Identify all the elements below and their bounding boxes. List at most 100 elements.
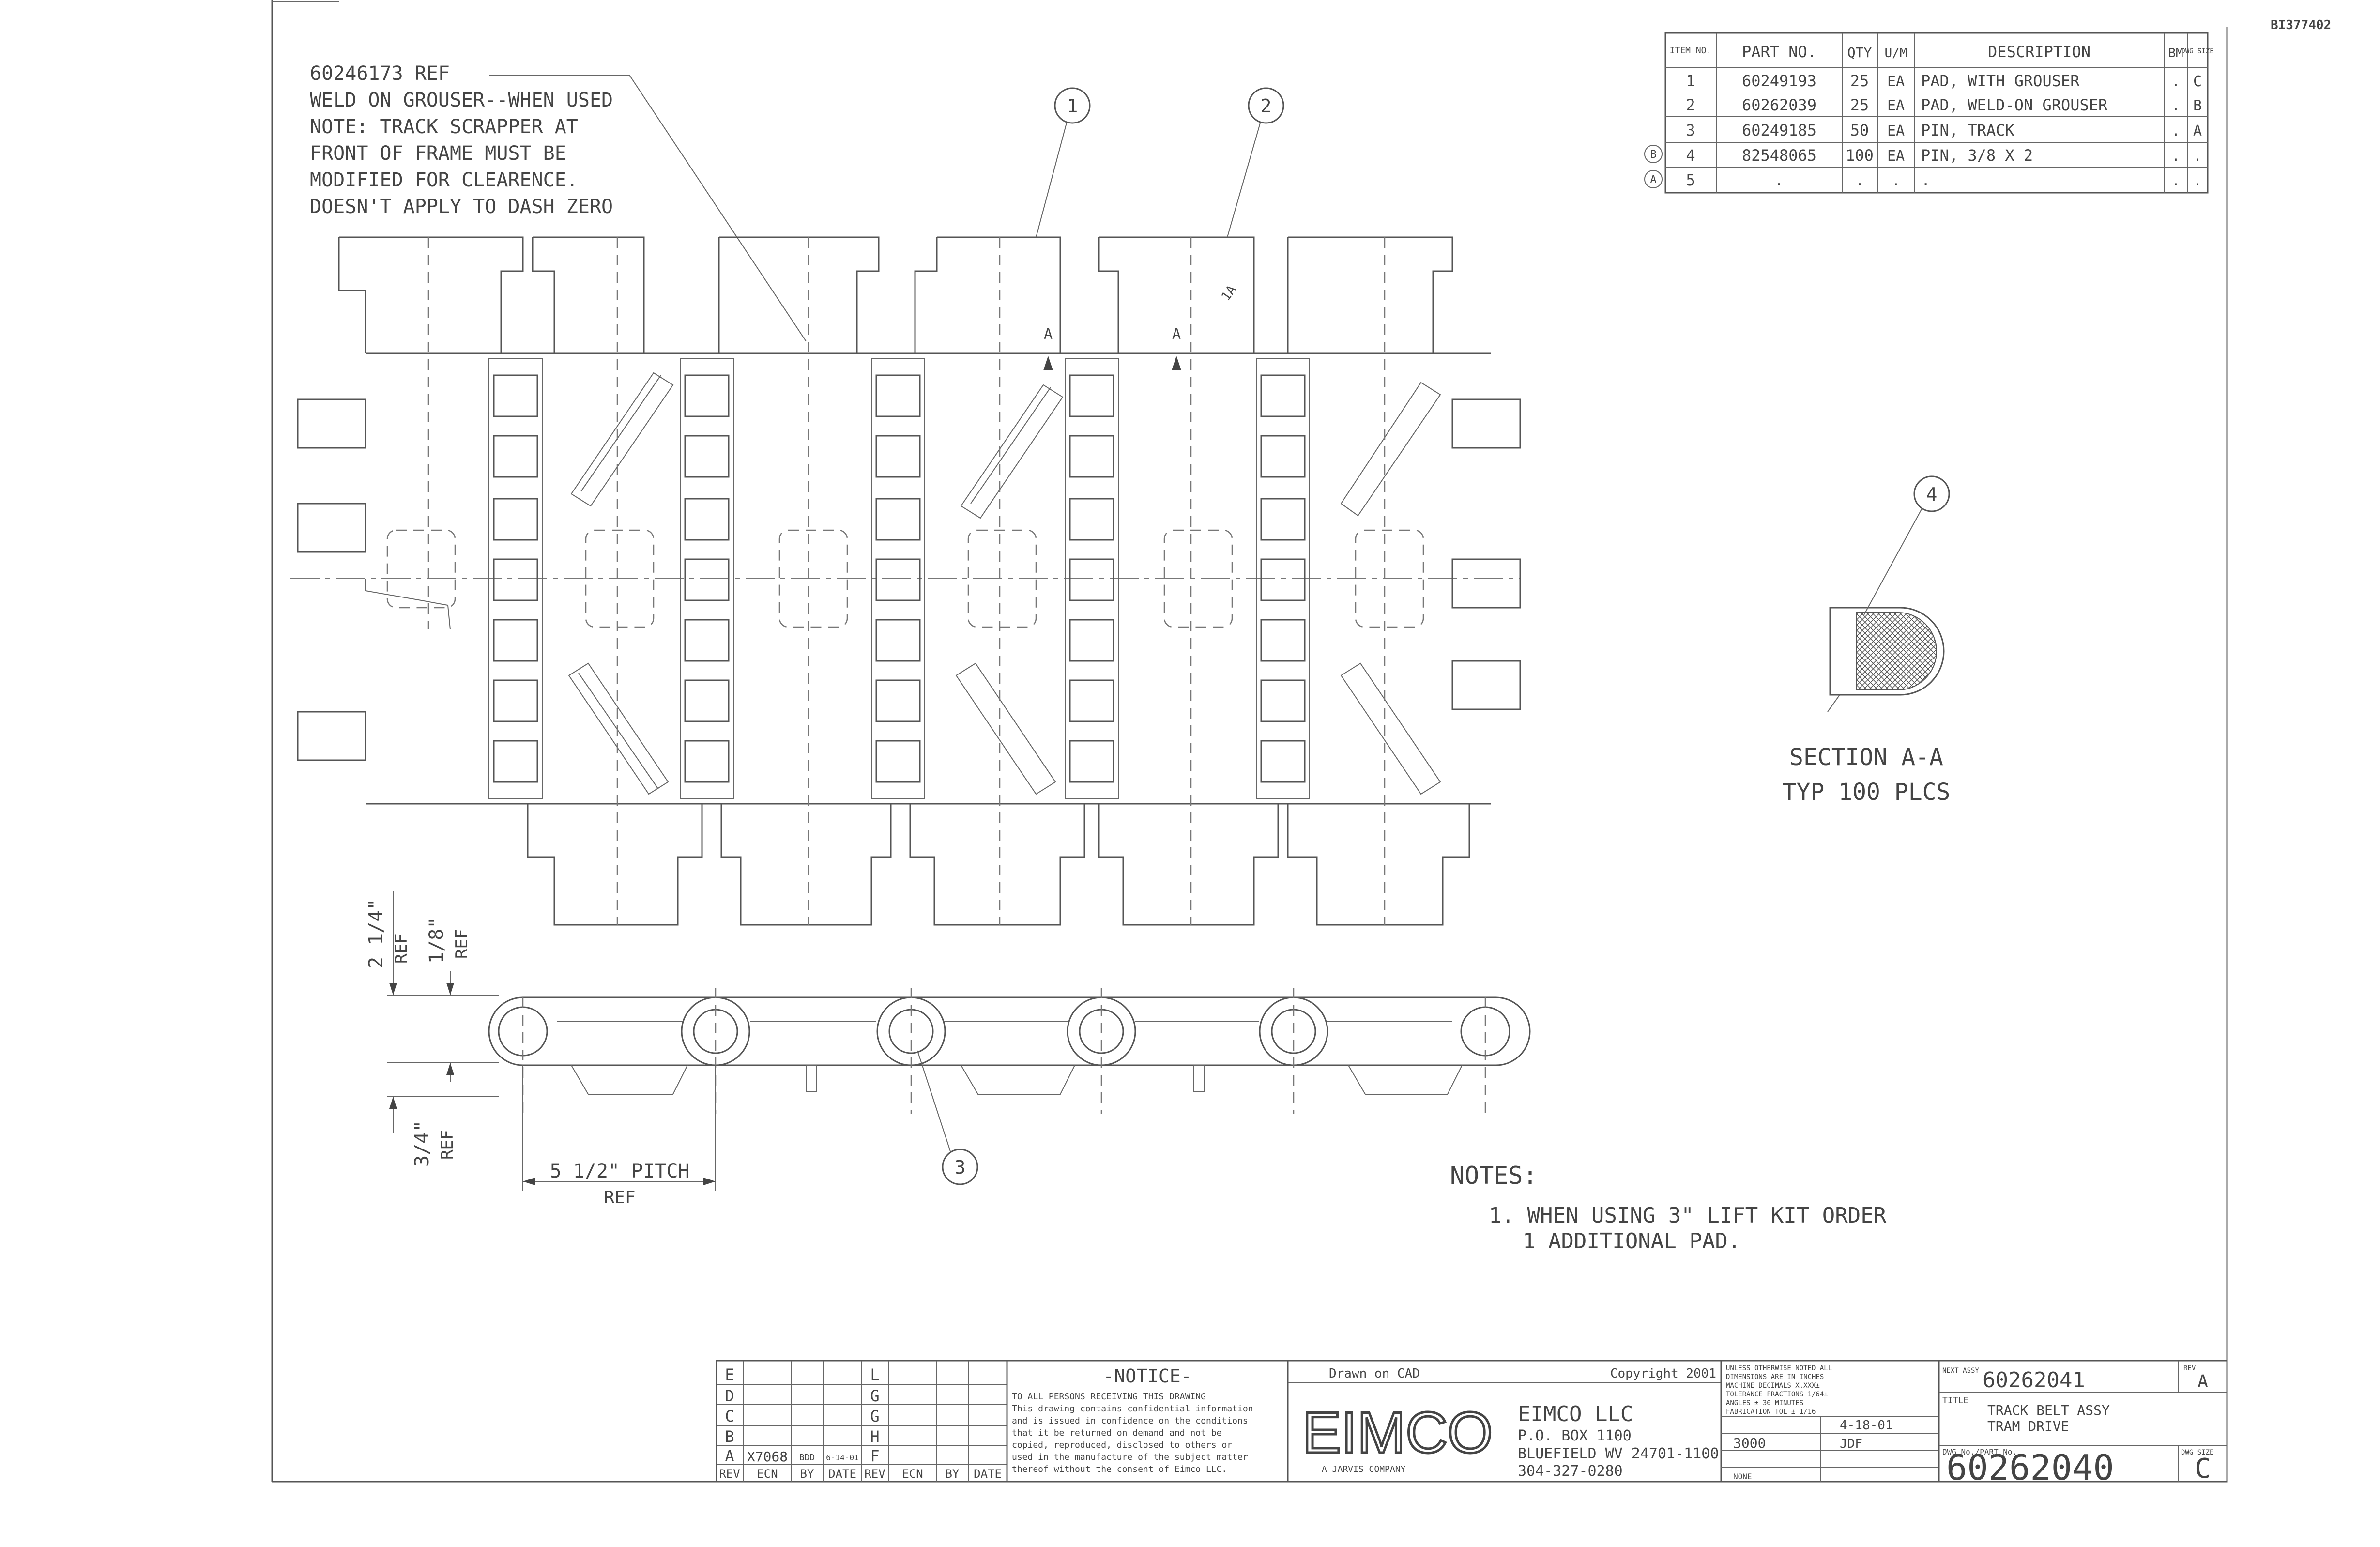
section-a-a: 4 SECTION A-A TYP 100 PLCS <box>1783 475 1951 806</box>
ref-note-line: 60246173 REF <box>310 62 450 85</box>
ref-note-line: MODIFIED FOR CLEARENCE. <box>310 169 578 191</box>
confidentiality-notice: -NOTICE- TO ALL PERSONS RECEIVING THIS D… <box>1006 1360 1289 1483</box>
rev-a-ecn: X7068 <box>747 1449 788 1465</box>
bom-qty: 25 <box>1850 72 1869 90</box>
bom-um: EA <box>1887 148 1905 165</box>
rev-letter: D <box>725 1387 734 1405</box>
bom-item: 4 <box>1686 146 1695 165</box>
dim-1-8: 1/8" <box>426 917 448 964</box>
bom-size: C <box>2193 73 2202 90</box>
bom-header-bm: BM <box>2168 46 2183 61</box>
bom-um: . <box>1892 172 1900 189</box>
svg-text:and is issued in confidence on: and is issued in confidence on the condi… <box>1012 1416 1248 1426</box>
ref-leader <box>489 75 807 342</box>
bom-desc: PIN, 3/8 X 2 <box>1921 146 2033 165</box>
bom-item: 2 <box>1686 96 1695 114</box>
dim-3-4: 3/4" <box>411 1120 433 1167</box>
svg-text:used in the manufacture of the: used in the manufacture of the subject m… <box>1012 1452 1248 1462</box>
ref-note-line: FRONT OF FRAME MUST BE <box>310 142 566 165</box>
bom-size: B <box>2193 97 2202 114</box>
copyright: Copyright 2001 <box>1610 1366 1716 1381</box>
bom-size: . <box>2193 148 2202 165</box>
bom-header-part: PART NO. <box>1742 43 1816 61</box>
dim-2-1-4-ref: REF <box>392 934 411 964</box>
bom-um: EA <box>1887 123 1905 139</box>
rev-letter: L <box>870 1365 879 1384</box>
svg-text:UNLESS OTHERWISE NOTED ALL: UNLESS OTHERWISE NOTED ALL <box>1726 1364 1832 1372</box>
bom-item: 5 <box>1686 171 1695 189</box>
bom-desc: PAD, WITH GROUSER <box>1921 72 2080 90</box>
bom-item: 3 <box>1686 121 1695 139</box>
svg-text:that it be returned on demand: that it be returned on demand and not be <box>1012 1428 1221 1438</box>
balloon-item-3: 3 <box>917 1050 978 1185</box>
bom-size: . <box>2193 172 2202 189</box>
size-value: C <box>2195 1453 2211 1485</box>
company-phone: 304-327-0280 <box>1518 1463 1623 1480</box>
company-name: EIMCO LLC <box>1518 1402 1633 1426</box>
company-block: Drawn on CAD Copyright 2001 EIMCO A JARV… <box>1287 1360 1722 1483</box>
svg-text:2: 2 <box>1261 95 1272 117</box>
drawing-border <box>271 0 2228 1483</box>
rev-header: BY <box>946 1467 960 1481</box>
notice-title: -NOTICE- <box>1103 1365 1191 1387</box>
rev-header: REV <box>719 1467 740 1481</box>
rev-header: DATE <box>828 1467 856 1481</box>
svg-text:3: 3 <box>955 1157 966 1178</box>
bom-table: ITEM NO. PART NO. QTY U/M DESCRIPTION BM… <box>1644 32 2214 194</box>
balloon-item-2: 2 <box>1227 87 1284 238</box>
dim-1-8-ref: REF <box>452 929 472 959</box>
rev-a-date: 6-14-01 <box>826 1453 858 1462</box>
drawn-on: Drawn on CAD <box>1329 1366 1420 1381</box>
ref-note-line: NOTE: TRACK SCRAPPER AT <box>310 116 578 138</box>
bom-bm: . <box>2171 123 2180 139</box>
bom-qty: 25 <box>1850 96 1869 114</box>
bom-qty: . <box>1855 171 1864 189</box>
company-address: P.O. BOX 1100 <box>1518 1427 1632 1444</box>
rev-header: BY <box>800 1467 814 1481</box>
drawing-id: BI377402 <box>2271 18 2331 32</box>
rev-header: REV <box>864 1467 885 1481</box>
bom-part: 60249185 <box>1742 121 1816 139</box>
svg-text:MACHINE DECIMALS X.XXX±: MACHINE DECIMALS X.XXX± <box>1726 1382 1820 1390</box>
bom-desc: PIN, TRACK <box>1921 121 2014 139</box>
rev-letter: A <box>725 1447 734 1465</box>
title-block: NEXT ASSY 60262041 REV A TITLE TRACK BEL… <box>1938 1360 2228 1488</box>
rev-letter: E <box>725 1365 734 1384</box>
dim-3-4-ref: REF <box>438 1130 457 1160</box>
model: 3000 <box>1733 1435 1766 1451</box>
notes: NOTES: 1. WHEN USING 3" LIFT KIT ORDER 1… <box>1450 1162 1887 1254</box>
bom-row: 5 . . . . . . <box>1686 171 2202 189</box>
rev-letter: G <box>870 1387 879 1405</box>
svg-text:1: 1 <box>1067 95 1078 117</box>
bom-part: 82548065 <box>1742 146 1816 165</box>
title-line: TRAM DRIVE <box>1987 1418 2069 1434</box>
section-mark: 1A <box>1219 283 1239 304</box>
dimension-annotations: 2 1/4" REF 1/8" REF 3/4" REF 5 1/2" PITC… <box>365 891 716 1208</box>
reference-note: 60246173 REF WELD ON GROUSER--WHEN USED … <box>310 62 807 342</box>
rev-letter: B <box>725 1427 734 1446</box>
bom-desc: . <box>1921 171 1930 189</box>
ref-note-line: DOESN'T APPLY TO DASH ZERO <box>310 196 613 218</box>
bom-part: . <box>1774 171 1784 189</box>
section-mark: A <box>1044 326 1053 343</box>
company-address: BLUEFIELD WV 24701-1100 <box>1518 1445 1719 1462</box>
svg-text:TOLERANCE FRACTIONS 1/64±: TOLERANCE FRACTIONS 1/64± <box>1726 1391 1828 1398</box>
section-caption: SECTION A-A <box>1789 744 1943 771</box>
next-assy: 60262041 <box>1983 1368 2085 1393</box>
svg-text:copied, reproduced, disclosed: copied, reproduced, disclosed to others … <box>1012 1440 1232 1450</box>
bom-bm: . <box>2171 148 2180 165</box>
rev-header: DATE <box>974 1467 1002 1481</box>
ref-note-line: WELD ON GROUSER--WHEN USED <box>310 89 613 111</box>
bom-qty: 100 <box>1846 146 1874 165</box>
section-caption-sub: TYP 100 PLCS <box>1783 779 1951 806</box>
company-logo-sub: A JARVIS COMPANY <box>1322 1464 1406 1474</box>
note-line: 1 ADDITIONAL PAD. <box>1523 1229 1740 1254</box>
bom-header-desc: DESCRIPTION <box>1988 43 2090 61</box>
svg-text:thereof without the consent of: thereof without the consent of Eimco LLC… <box>1012 1464 1227 1474</box>
svg-text:This drawing contains confiden: This drawing contains confidential infor… <box>1012 1404 1253 1414</box>
bom-um: EA <box>1887 73 1905 90</box>
bom-bm: . <box>2171 172 2180 189</box>
bom-size: A <box>2193 123 2202 139</box>
svg-text:ANGLES ± 30 MINUTES: ANGLES ± 30 MINUTES <box>1726 1399 1803 1407</box>
balloon-item-4: 4 <box>1926 484 1938 505</box>
